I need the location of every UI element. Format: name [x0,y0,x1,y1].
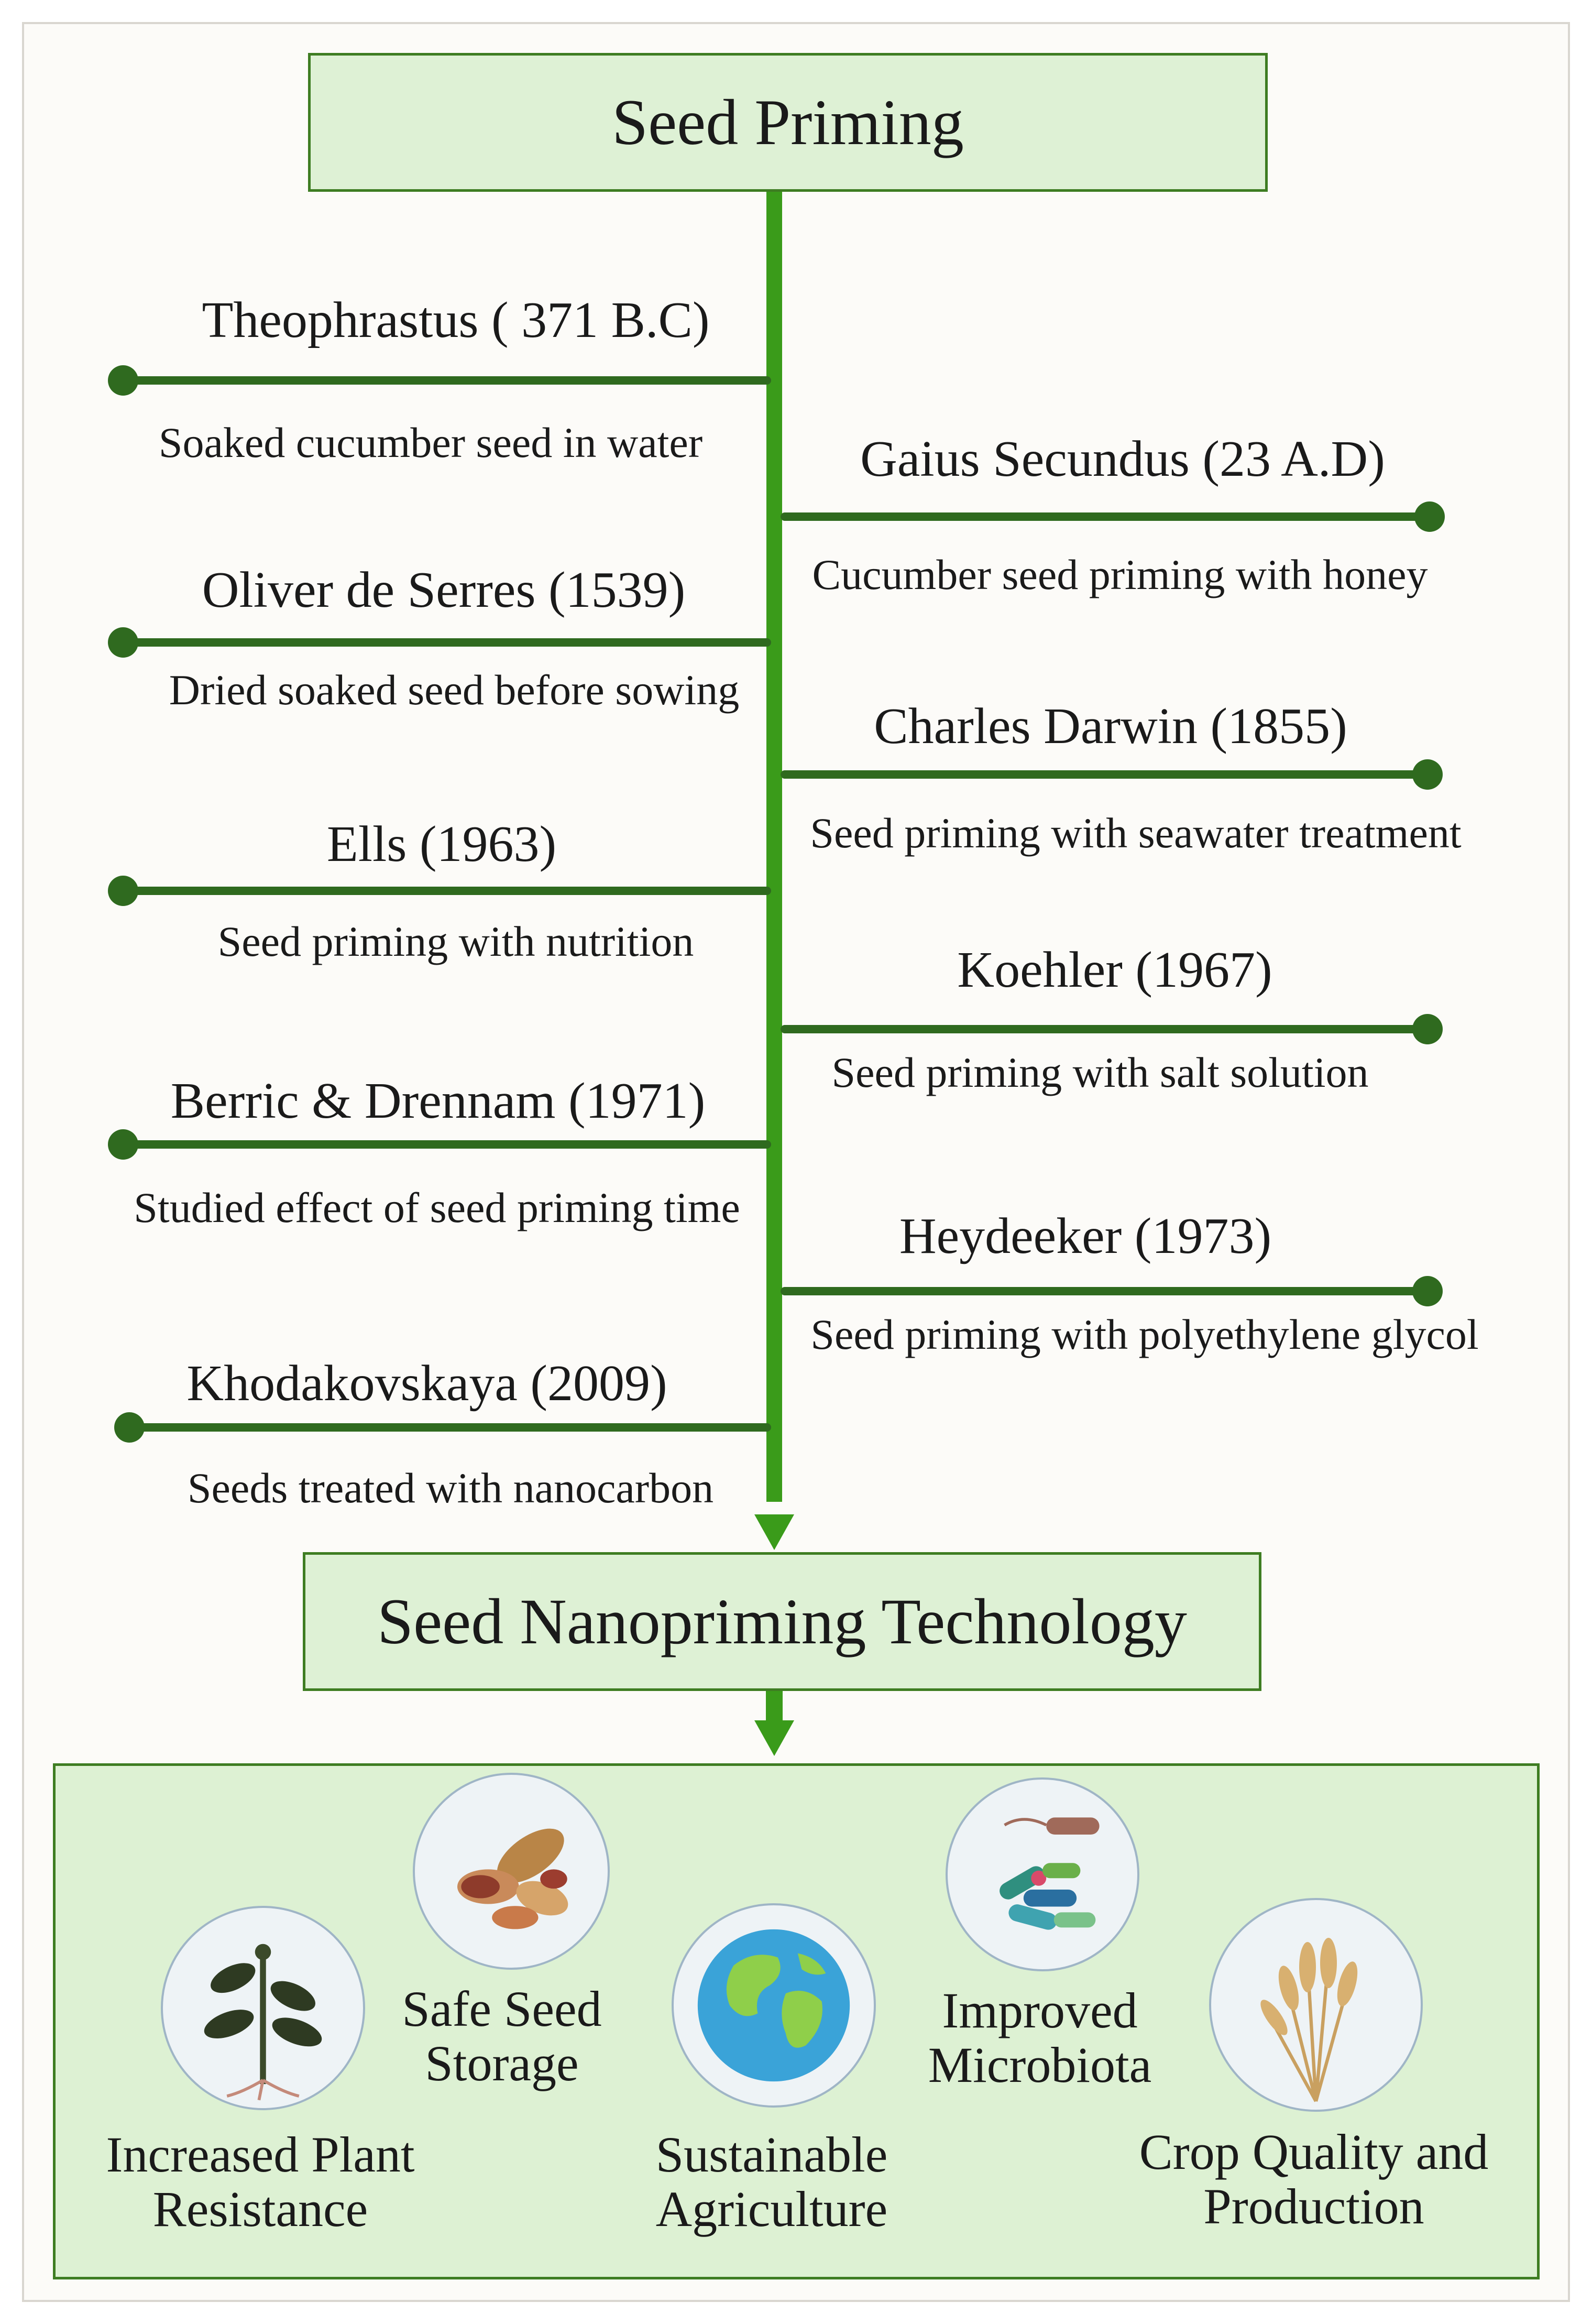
timeline-dot [1412,1276,1443,1306]
seed-priming-title: Seed Priming [612,86,964,158]
timeline-entry-name: Theophrastus ( 371 B.C) [202,292,710,348]
benefit-label: Increased Plant Resistance [106,2126,415,2237]
timeline-arrow-head [754,1514,794,1550]
plant-icon [161,1906,365,2110]
benefit-label: Improved Microbiota [928,1982,1152,2093]
timeline-dot [1412,759,1443,790]
timeline-entry-name: Heydeeker (1973) [899,1208,1272,1264]
timeline-entry-desc: Studied effect of seed priming time [134,1184,740,1231]
timeline-branch-left [122,1140,771,1149]
timeline-dot [108,876,138,906]
nanopriming-title-box: Seed Nanopriming Technology [303,1552,1261,1691]
timeline-entry-desc: Seed priming with nutrition [217,918,694,965]
timeline-dot [114,1412,145,1443]
bacteria-icon [946,1777,1139,1971]
timeline-entry-desc: Seed priming with polyethylene glycol [810,1311,1479,1358]
benefit-label: Safe Seed Storage [402,1981,602,2091]
globe-icon [672,1903,876,2108]
timeline-entry-desc: Soaked cucumber seed in water [158,419,703,466]
timeline-branch-left [122,376,771,385]
timeline-entry-name: Khodakovskaya (2009) [186,1355,667,1412]
timeline-dot [1412,1014,1443,1044]
timeline-dot [108,1129,138,1160]
timeline-entry-desc: Seed priming with seawater treatment [810,809,1462,857]
timeline-entry-name: Koehler (1967) [957,942,1272,998]
timeline-dot [108,365,138,396]
wheat-icon [1209,1898,1423,2112]
timeline-branch-right [781,1025,1428,1033]
timeline-entry-desc: Dried soaked seed before sowing [169,666,740,714]
seeds-icon [413,1773,610,1970]
timeline-entry-name: Gaius Secundus (23 A.D) [860,431,1385,487]
timeline-entry-name: Berric & Drennam (1971) [170,1073,706,1129]
benefit-label: Crop Quality and Production [1139,2124,1489,2234]
timeline-dot [108,627,138,658]
seed-priming-title-box: Seed Priming [308,53,1268,192]
timeline-branch-left [122,887,771,895]
timeline-branch-left [122,638,771,647]
connector-arrow-stem [766,1691,783,1722]
timeline-entry-name: Ells (1963) [326,816,557,872]
timeline-branch-right [781,770,1428,779]
timeline-entry-desc: Cucumber seed priming with honey [812,551,1428,598]
timeline-entry-desc: Seeds treated with nanocarbon [187,1464,714,1512]
connector-arrow-head [754,1720,794,1756]
timeline-entry-name: Charles Darwin (1855) [874,698,1347,755]
timeline-dot [1414,501,1445,532]
timeline-branch-right [781,1287,1428,1295]
timeline-branch-left [128,1423,771,1432]
benefit-label: Sustainable Agriculture [655,2126,888,2237]
timeline-spine [766,192,782,1502]
timeline-entry-name: Oliver de Serres (1539) [202,562,686,618]
timeline-branch-right [781,512,1430,521]
timeline-entry-desc: Seed priming with salt solution [831,1049,1369,1096]
nanopriming-title: Seed Nanopriming Technology [377,1585,1187,1657]
